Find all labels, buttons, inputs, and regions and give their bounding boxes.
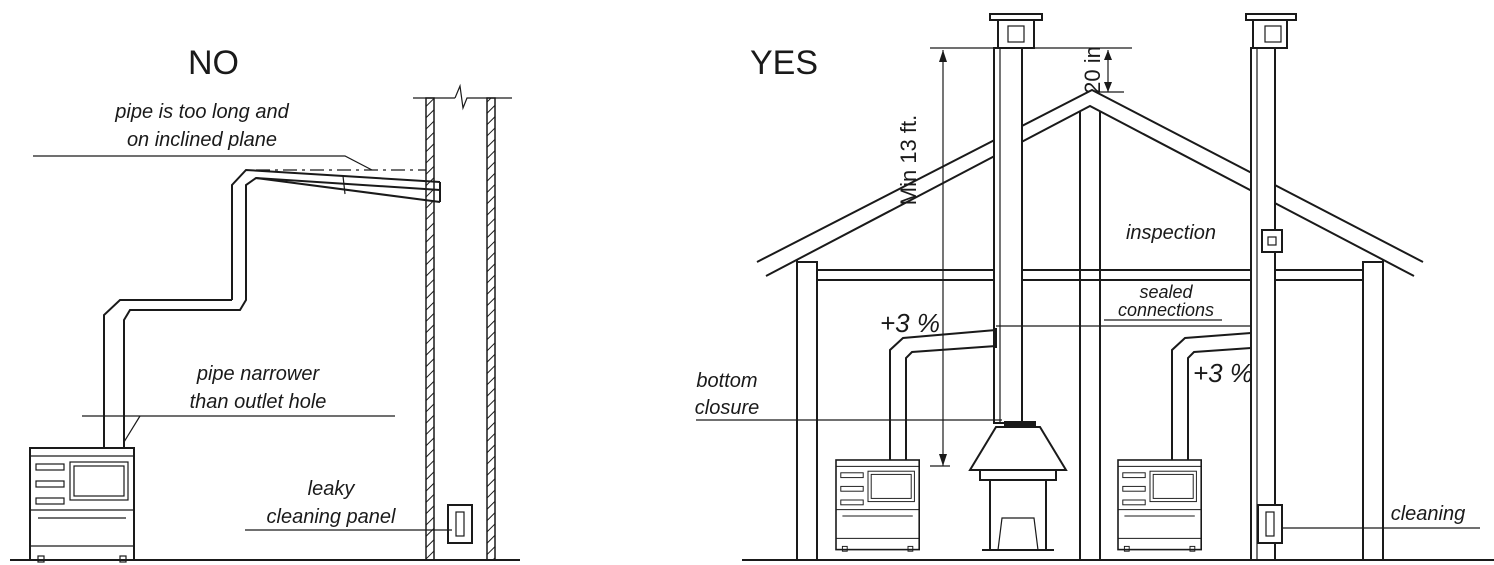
label-closure: closure xyxy=(695,397,759,419)
label-pipe-narrower: pipe narrower xyxy=(196,363,321,385)
inspection-hatch xyxy=(1261,229,1283,253)
no-panel: NO pipe is t xyxy=(10,44,520,563)
label-clearance: 20 in xyxy=(1080,46,1105,94)
label-min-height: Min 13 ft. xyxy=(896,115,921,205)
yes-panel: YES xyxy=(695,13,1494,561)
label-bottom: bottom xyxy=(696,370,757,392)
no-heading: NO xyxy=(188,44,239,82)
label-cleaning-panel: cleaning panel xyxy=(267,506,397,528)
yes-right-stove xyxy=(1117,459,1202,553)
yes-flue-pipes xyxy=(889,328,1252,460)
dimension-lines xyxy=(930,47,1132,467)
yes-left-stove xyxy=(835,459,921,553)
yes-left-chimney xyxy=(968,13,1068,551)
label-connections: connections xyxy=(1118,300,1214,320)
label-outlet-hole: than outlet hole xyxy=(190,391,327,413)
label-inclined-plane: on inclined plane xyxy=(127,129,277,151)
yes-heading: YES xyxy=(750,44,818,82)
label-cleaning: cleaning xyxy=(1391,503,1466,525)
no-stove xyxy=(29,447,135,563)
label-pipe-too-long: pipe is too long and xyxy=(114,101,289,123)
label-leaky: leaky xyxy=(308,478,356,500)
label-inspection: inspection xyxy=(1126,222,1216,244)
cleaning-hatch xyxy=(1257,504,1283,544)
yes-right-chimney xyxy=(1245,13,1297,561)
label-slope-right: +3 % xyxy=(1193,358,1253,388)
label-sealed: sealed xyxy=(1139,282,1193,302)
no-chimney xyxy=(413,83,512,561)
label-slope-left: +3 % xyxy=(880,308,940,338)
house-outline xyxy=(756,88,1424,560)
